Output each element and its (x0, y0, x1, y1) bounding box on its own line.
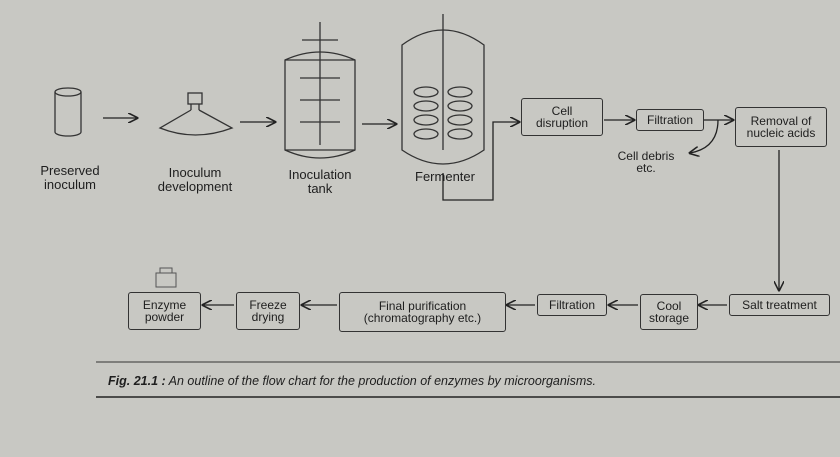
preserved-inoculum-vial-icon (54, 87, 82, 137)
inoculum-flask-icon (158, 92, 234, 136)
arrow-fermenter-to-disruption (442, 122, 519, 201)
arrow-filtration-to-debris (690, 119, 719, 153)
figure-caption: Fig. 21.1 : An outline of the flow chart… (108, 374, 596, 388)
filtration-top-box: Filtration (636, 109, 704, 131)
enzyme-jar-icon (155, 267, 177, 288)
caption-text: An outline of the flow chart for the pro… (168, 374, 596, 388)
salt-treatment-box: Salt treatment (729, 294, 830, 316)
fermenter-label: Fermenter (415, 169, 475, 184)
final-purification-box: Final purification(chromatography etc.) (339, 292, 506, 332)
inoculation-tank-icon (284, 22, 356, 159)
fermenter-icon (401, 14, 485, 165)
filtration-bottom-box: Filtration (537, 294, 607, 316)
figure-number: Fig. 21.1 : (108, 374, 166, 388)
